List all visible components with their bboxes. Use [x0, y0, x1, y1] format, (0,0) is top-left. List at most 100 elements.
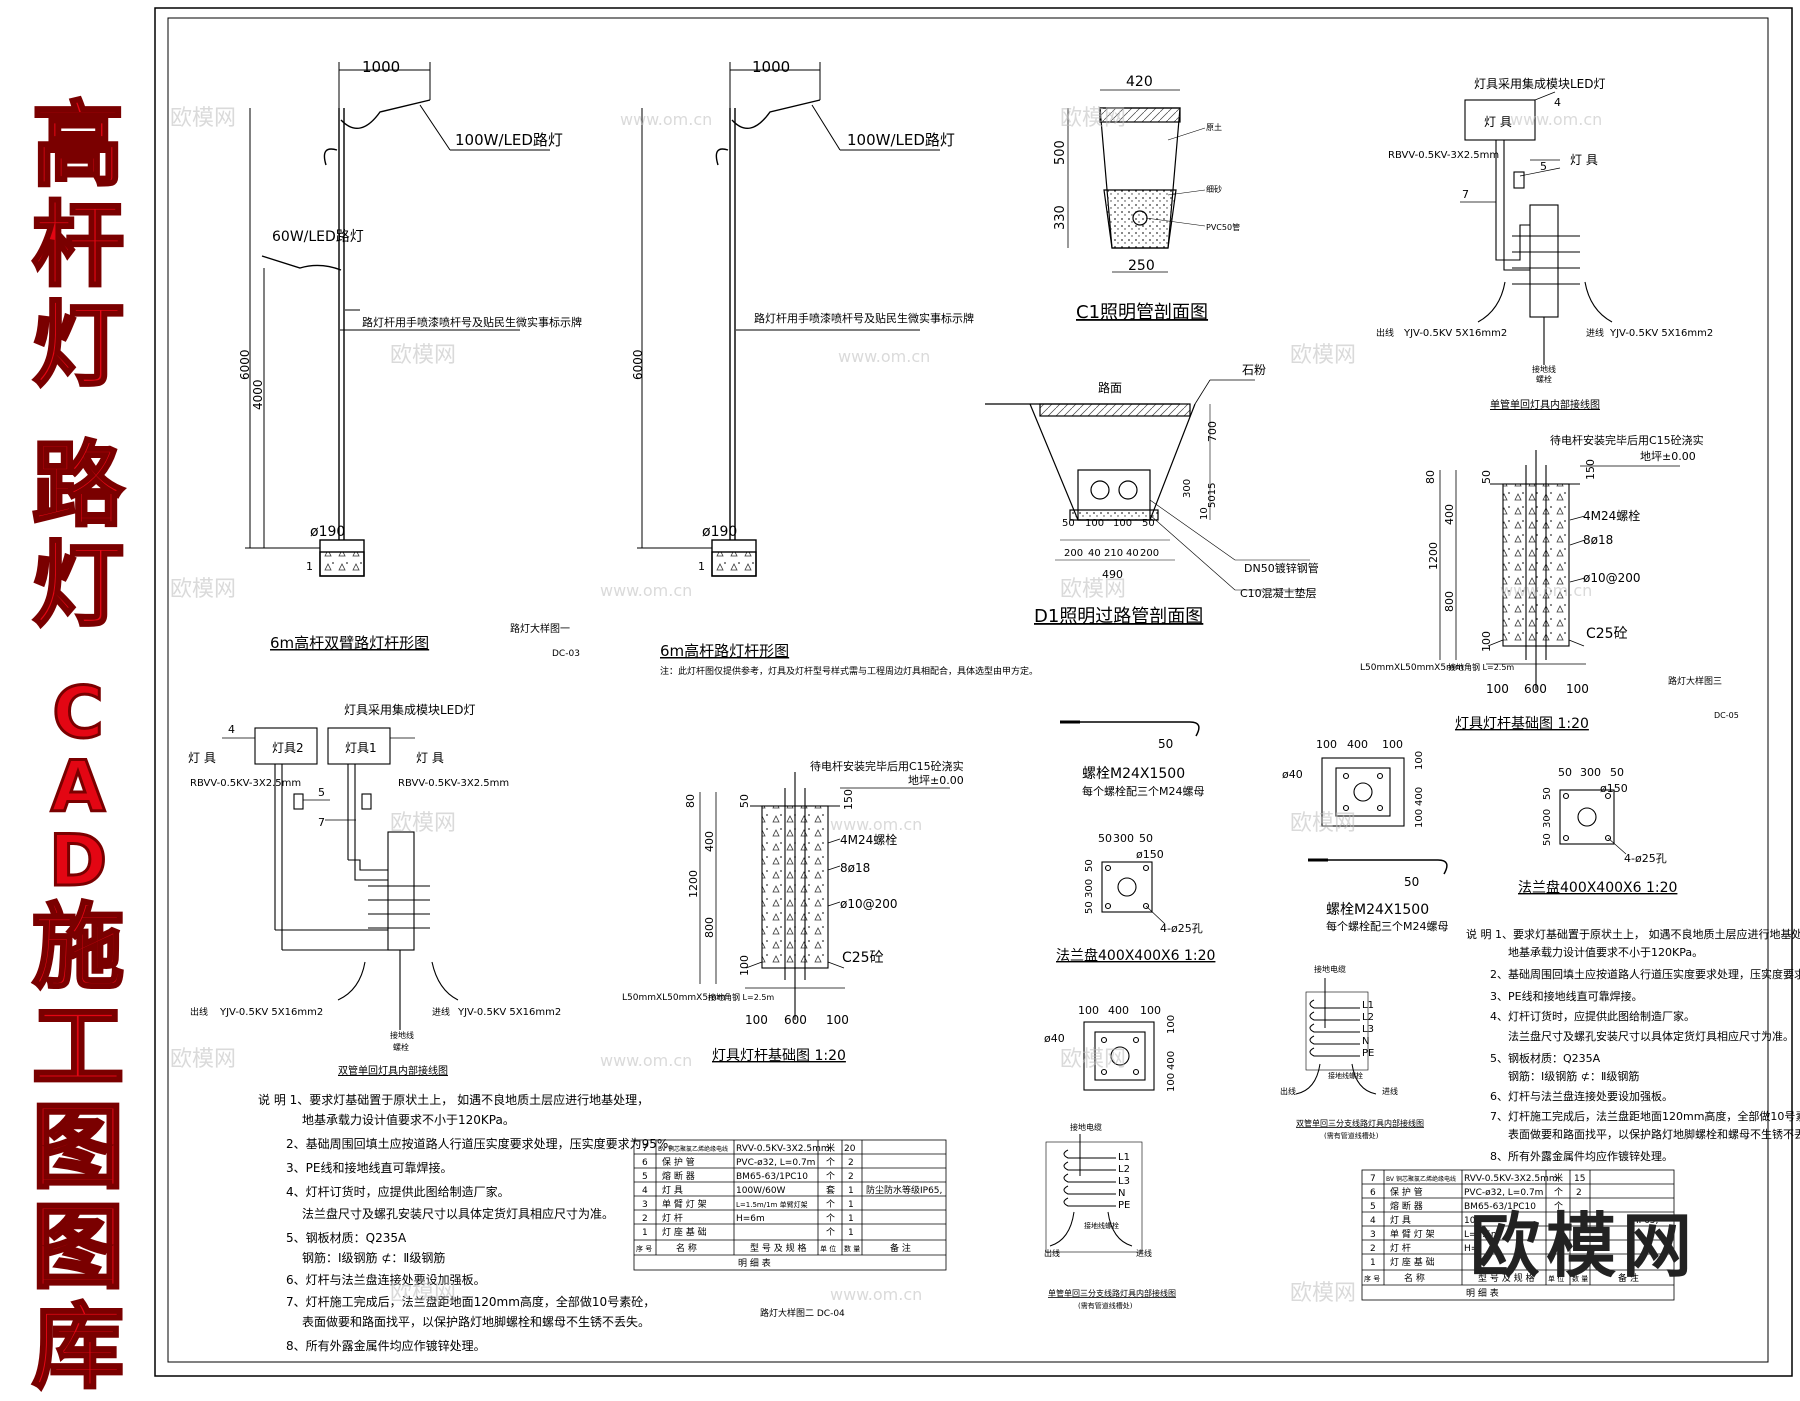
table-left-cell: BV 铜芯聚氯乙烯绝缘电线 [658, 1145, 728, 1153]
wiring-small1-top: 接地电缆 [1314, 964, 1346, 974]
table-right-cell: 4 [1370, 1216, 1376, 1226]
wiring-single-in-cable: YJV-0.5KV 5X16mm2 [1403, 328, 1507, 339]
watermark-text: www.om.cn [1500, 581, 1592, 600]
table-left-header: 序 号 [636, 1244, 652, 1253]
flange-d-dim-top: 50 [1558, 766, 1572, 779]
flange-c-drawing [1083, 1021, 1155, 1091]
wiring-double-n5: 5 [318, 786, 325, 799]
table-left-cells: 7 BV 铜芯聚氯乙烯绝缘电线 RVV-0.5KV-3X2.5mm 米 20 6… [636, 1142, 942, 1269]
bolt-left-note: 每个螺栓配三个M24螺母 [1082, 784, 1205, 798]
foundation-right-dim-v: 100 [1480, 631, 1493, 652]
pole-1-dim-top: 1000 [362, 58, 400, 76]
wiring-double-ground2: 螺栓 [393, 1042, 409, 1052]
wiring-double-lamp2: 灯具2 [272, 741, 304, 755]
table-right-cell: 灯 具 [1390, 1215, 1411, 1226]
flange-b-drawing [1321, 757, 1405, 827]
notes-right-line: 钢筋：Ⅰ级钢筋 ⊄：Ⅱ级钢筋 [1508, 1069, 1639, 1083]
foundation-right-cast: 待电杆安装完毕后用C15砼浇实 [1550, 433, 1704, 447]
pole-2-title: 6m高杆路灯杆形图 [660, 642, 789, 660]
foundation-middle-rebar2: ø10@200 [840, 897, 898, 911]
table-right-header: 型 号 及 规 格 [1478, 1272, 1534, 1284]
pole-1-h-total: 6000 [238, 349, 252, 380]
flange-a-dim-side: 300 [1084, 879, 1095, 898]
notes-right-line: 5、钢板材质：Q235A [1490, 1051, 1601, 1065]
d1-section-drawing [985, 379, 1310, 591]
side-title-char: 灯 [30, 532, 125, 639]
table-left-cell: 1 [642, 1228, 648, 1238]
foundation-right-ground: 地坪±0.00 [1640, 450, 1696, 463]
notes-left-line: 地基承载力设计值要求不小于120KPa。 [302, 1112, 515, 1127]
watermark-text: www.om.cn [600, 1051, 692, 1070]
table-right-header: 名 称 [1404, 1272, 1425, 1284]
table-left-cell: 100W/60W [736, 1186, 786, 1196]
d1-dim: 100 [1113, 518, 1132, 529]
flange-b-dim-top: 400 [1347, 738, 1368, 751]
flange-c-hole: ø40 [1044, 1032, 1065, 1045]
pole-2-lamp-big: 100W/LED路灯 [847, 131, 955, 149]
notes-right-line: 2、基础周围回填土应按道路人行道压实度要求处理，压实度要求为95%。 [1490, 967, 1800, 981]
foundation-right-dim-v: 150 [1584, 459, 1597, 480]
flange-a-holes: 4-ø25孔 [1160, 922, 1203, 935]
foundation-right-title: 灯具灯杆基础图 1:20 [1455, 715, 1589, 732]
foundation-middle-bolt: 4M24螺栓 [840, 832, 897, 847]
foundation-right-dim-v: 50 [1480, 470, 1493, 484]
wiring-single-ground: 接地线 [1532, 364, 1556, 374]
wiring-small1-n: N [1362, 1036, 1369, 1047]
table-right-cell: 2 [1370, 1244, 1376, 1254]
wiring-double-n4: 4 [228, 723, 235, 736]
table-left-cell: 1 [848, 1186, 854, 1196]
flange-d-dim-top: 50 [1610, 766, 1624, 779]
d1-dim2: 200 [1140, 548, 1159, 559]
notes-left-line: 法兰盘尺寸及螺孔安装尺寸以具体定货灯具相应尺寸为准。 [302, 1206, 614, 1221]
outer-frame [154, 7, 1793, 1377]
table-left-header: 数 量 [844, 1244, 860, 1253]
table-right-cell: L=1.5m [1464, 1230, 1500, 1240]
flange-c-dim-side: 100 [1166, 1015, 1177, 1034]
flange-b-hole: ø40 [1282, 768, 1303, 781]
table-right-cell: 2 [1576, 1188, 1582, 1198]
foundation-right-dim-v: 1200 [1427, 542, 1440, 570]
flange-d-holes: 4-ø25孔 [1624, 852, 1667, 865]
table-left-header: 名 称 [676, 1242, 697, 1254]
table-left-cell: 个 [826, 1171, 835, 1182]
table-right-cell: BM65-63/1PC10 [1464, 1202, 1536, 1212]
d1-dim2: 200 [1064, 548, 1083, 559]
side-title-char: C [51, 672, 105, 754]
notes-left-line: 3、PE线和接地线直可靠焊接。 [286, 1160, 452, 1175]
table-left-title: 明 细 表 [738, 1257, 771, 1269]
side-title: 高 杆 灯 路 灯 C A D 施 工 图 图 库 [18, 94, 138, 1399]
wiring-small2-top: 接地电缆 [1070, 1122, 1102, 1132]
table-right-cell: 个 [1554, 1201, 1563, 1212]
wiring-small1-l1: L1 [1362, 1000, 1374, 1011]
table-right-cell: 米 [1554, 1172, 1563, 1184]
foundation-right-dim-h: 600 [1524, 682, 1547, 696]
flange-a-dim-top: 50 [1139, 832, 1153, 845]
foundation-middle-dim-v: 150 [842, 789, 855, 810]
d1-d300: 300 [1182, 479, 1193, 498]
table-left-cell: 2 [848, 1158, 854, 1168]
table-right-cell: IP65, [1636, 1216, 1658, 1226]
flange-a-dim-top: 50 [1098, 832, 1112, 845]
wiring-double-cable-l: RBVV-0.5KV-3X2.5mm [190, 778, 301, 789]
notes-left-line: 表面做要和路面找平，以保护路灯地脚螺栓和螺母不生锈不丢失。 [302, 1314, 650, 1329]
table-right-header: 数 量 [1572, 1274, 1588, 1283]
foundation-middle-dim-h: 100 [826, 1013, 849, 1027]
flange-b-dim-top: 100 [1316, 738, 1337, 751]
flange-c-dim-top: 100 [1078, 1004, 1099, 1017]
side-title-char: 图 [30, 1194, 125, 1301]
bolt-left-n50: 50 [1158, 737, 1173, 751]
wiring-double-drawing [222, 727, 459, 1030]
table-right-cell: 个 [1554, 1187, 1563, 1198]
table-right-cell: PVC-ø32, L=0.7m [1464, 1188, 1543, 1198]
flange-d-hole: ø150 [1600, 782, 1628, 795]
table-right-cell: 7 [1370, 1174, 1376, 1184]
d1-d5015: 5015 [1207, 483, 1218, 508]
pole-1-sheet: 路灯大样图一 [510, 622, 570, 635]
watermark-text: 欧模网 [170, 1047, 236, 1072]
notes-right-line: 8、所有外露金属件均应作镀锌处理。 [1490, 1149, 1673, 1163]
flange-a-dim-side: 50 [1084, 901, 1095, 914]
flange-c-dim-side: 400 [1166, 1051, 1177, 1070]
wiring-small2-in: 出线 [1044, 1248, 1060, 1258]
wiring-small1-ground: 接地线螺栓 [1328, 1071, 1363, 1080]
wiring-single-in: 出线 [1376, 327, 1394, 339]
